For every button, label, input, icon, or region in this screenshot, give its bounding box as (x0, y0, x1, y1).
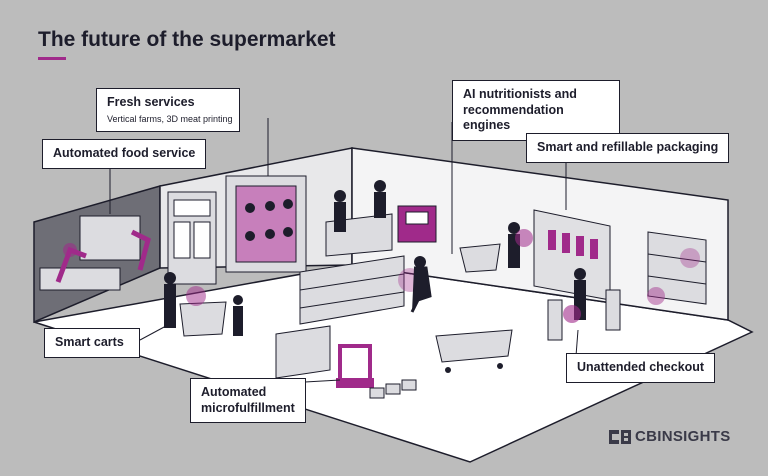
ai-nutritionists-text: AI nutritionists and recommendation engi… (463, 87, 577, 133)
shopper-kneeling (410, 256, 432, 313)
side-shelf (275, 325, 331, 379)
label-smart-carts: Smart carts (44, 328, 140, 358)
label-smart-packaging: Smart and refillable packaging (526, 133, 730, 163)
label-fresh-services: Fresh services Vertical farms, 3D meat p… (96, 88, 240, 132)
service-counter (325, 180, 437, 257)
cbinsights-logo-text: CBINSIGHTS (635, 428, 731, 445)
microfulfillment-text: Automated microfulfillment (201, 385, 295, 415)
label-automated-microfulfillment: Automated microfulfillment (190, 378, 306, 424)
packaging-shelves (533, 209, 707, 305)
cbinsights-logo: CBINSIGHTS (609, 428, 731, 445)
title-underline (38, 57, 66, 60)
page-title: The future of the supermarket (38, 28, 336, 51)
microfulfillment-robot (336, 344, 417, 399)
fresh-services-title: Fresh services (107, 95, 195, 109)
vertical-farm (225, 175, 307, 273)
label-ai-nutritionists: AI nutritionists and recommendation engi… (452, 80, 620, 141)
fresh-services-subtitle: Vertical farms, 3D meat printing (107, 113, 233, 124)
checkout-gates (547, 268, 621, 341)
label-automated-food-service: Automated food service (42, 139, 207, 169)
shopping-carts (435, 329, 513, 373)
leader-lines (109, 118, 579, 385)
cbinsights-logo-icon (609, 429, 631, 444)
shopper-ai-nutritionist (459, 222, 533, 273)
robot-kitchen (39, 215, 151, 291)
smart-cart-shoppers (164, 272, 243, 337)
label-unattended-checkout: Unattended checkout (566, 353, 716, 383)
smart-carts-text: Smart carts (55, 335, 124, 349)
unattended-checkout-text: Unattended checkout (577, 360, 705, 374)
automated-food-service-text: Automated food service (53, 146, 196, 160)
smart-packaging-text: Smart and refillable packaging (537, 140, 719, 154)
meat-printer (167, 191, 217, 285)
